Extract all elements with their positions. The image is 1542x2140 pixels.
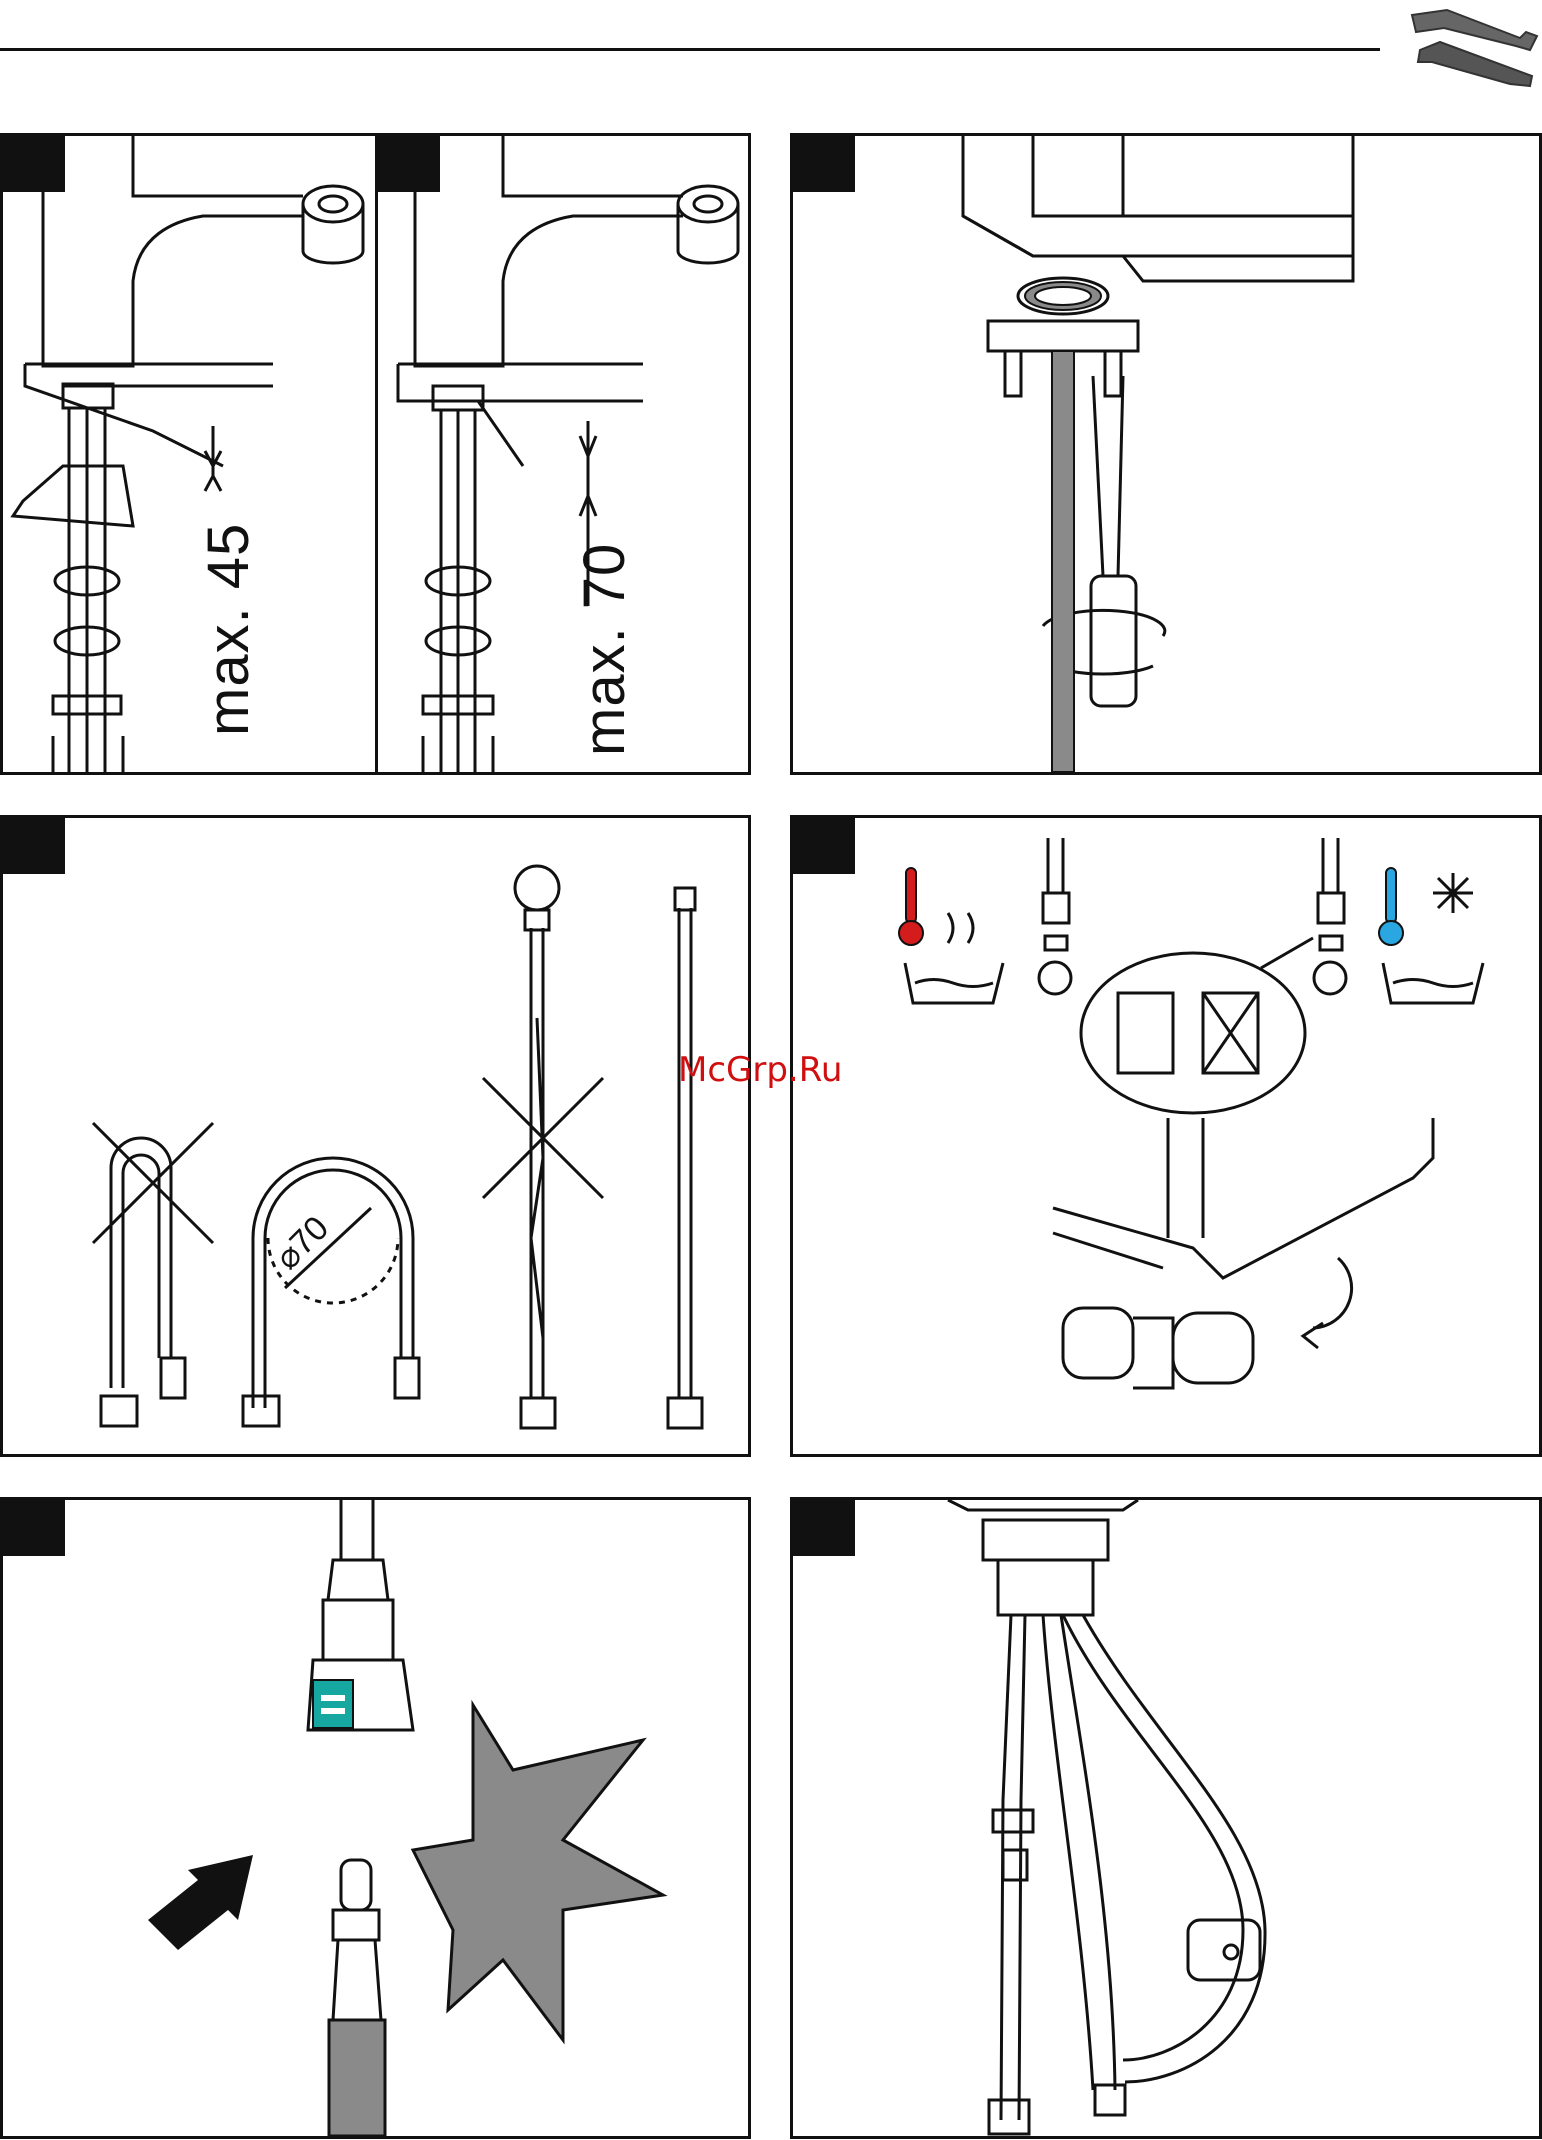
quick-connect-illustration — [3, 1500, 748, 2136]
hose-bending-illustration — [3, 818, 748, 1454]
header-rule — [0, 48, 1380, 51]
watermark: McGrp.Ru — [678, 1050, 842, 1090]
dimension-label-45: max. 45 — [195, 523, 262, 736]
panel-supply-connection — [790, 815, 1542, 1457]
supply-connection-illustration — [793, 818, 1539, 1454]
thermometer-cold-icon — [1379, 868, 1403, 945]
hose-routing-illustration — [793, 1500, 1539, 2136]
tighten-nut-illustration — [793, 136, 1539, 772]
panel-mounting: max. 45 max. 70 — [0, 133, 751, 775]
panel-hose-bending: ⌀70 — [0, 815, 751, 1457]
panel-tighten-nut — [790, 133, 1542, 775]
dimension-label-70: max. 70 — [571, 543, 638, 756]
thermometer-hot-icon — [899, 868, 923, 945]
wrench-screwdriver-icon — [1392, 0, 1542, 90]
panel-quick-connect — [0, 1497, 751, 2139]
panel-hose-routing — [790, 1497, 1542, 2139]
